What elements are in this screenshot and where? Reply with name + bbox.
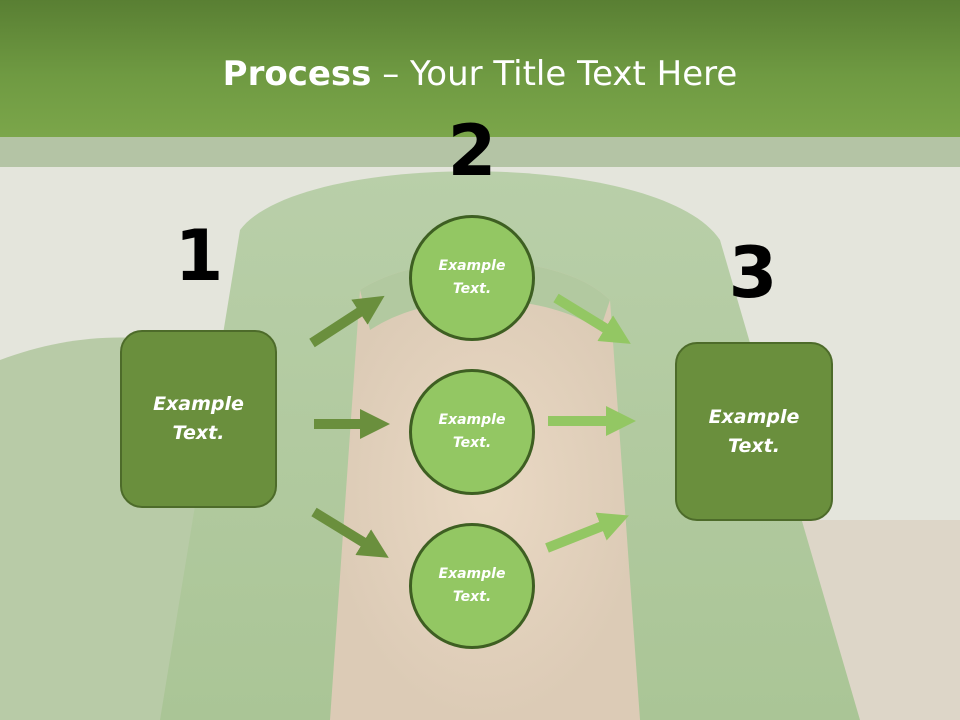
title-bar	[0, 0, 960, 137]
step-number-2[interactable]: 2	[447, 110, 497, 192]
step-box-3[interactable]: Example Text.	[675, 342, 833, 521]
step-circle-bottom-text: Example Text.	[438, 566, 506, 605]
step-circle-top[interactable]: Example Text.	[409, 215, 535, 341]
title-rest: Your Title Text Here	[410, 54, 738, 94]
arrow-circle-top-to-3	[553, 293, 631, 344]
step-circle-middle[interactable]: Example Text.	[409, 369, 535, 495]
title-separator: –	[371, 54, 411, 94]
step-box-3-text: Example Text.	[708, 405, 800, 457]
step-circle-bottom[interactable]: Example Text.	[409, 523, 535, 649]
step-number-1[interactable]: 1	[174, 215, 224, 297]
slide-title[interactable]: Process – Your Title Text Here	[0, 52, 960, 96]
arrow-1-to-circle-top	[309, 295, 385, 348]
step-number-3[interactable]: 3	[728, 232, 778, 314]
arrow-1-to-circle-bottom	[311, 507, 389, 558]
step-circle-top-text: Example Text.	[438, 258, 506, 297]
title-bold: Process	[222, 54, 372, 94]
title-bar-band	[0, 137, 960, 167]
step-box-1-text: Example Text.	[153, 393, 244, 444]
step-circle-middle-text: Example Text.	[438, 412, 506, 451]
arrow-circle-bottom-to-3	[545, 512, 629, 553]
step-box-1[interactable]: Example Text.	[120, 330, 277, 508]
